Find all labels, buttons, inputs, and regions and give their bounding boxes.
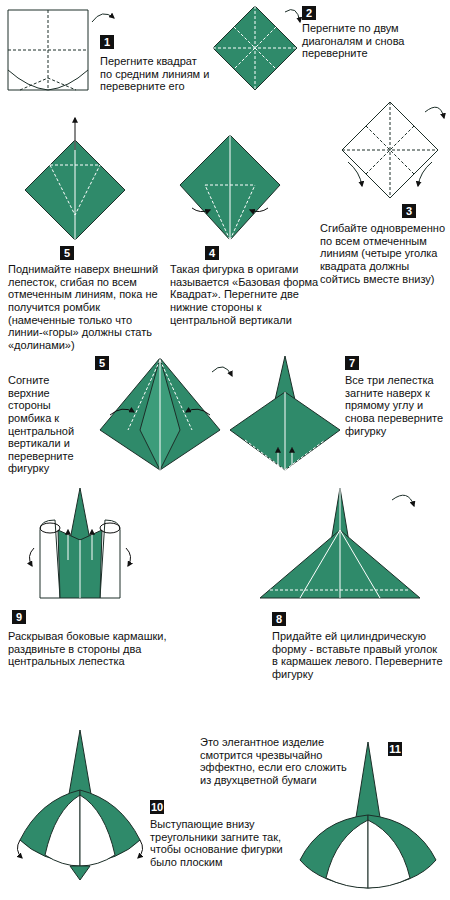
step10-figure bbox=[17, 730, 142, 880]
step-number: 8 bbox=[272, 612, 286, 626]
step3-figure bbox=[342, 102, 438, 198]
instruction-text: Поднимайте наверх внешний лепесток, сгиб… bbox=[8, 263, 160, 351]
instruction-text: Это элегантное изделие смотрится чрезвыч… bbox=[200, 736, 348, 787]
step-number: 5 bbox=[95, 356, 109, 370]
step4-figure bbox=[180, 135, 280, 240]
instruction-text: Придайте ей цилиндрическую форму - встав… bbox=[272, 630, 445, 681]
instruction-text: Раскрывая боковые кармашки, раздвиньте в… bbox=[8, 630, 188, 668]
step-number: 11 bbox=[388, 742, 402, 756]
step8-figure bbox=[260, 488, 420, 598]
instruction-text: Выступающие внизу треугольники загните т… bbox=[150, 818, 285, 869]
step-number: 4 bbox=[205, 246, 219, 260]
flip-arrow bbox=[392, 495, 414, 506]
step9-figure bbox=[29, 488, 130, 598]
step5-figure bbox=[25, 118, 125, 240]
step-number: 10 bbox=[150, 800, 164, 814]
step2-figure bbox=[213, 6, 297, 90]
flip-arrow bbox=[285, 10, 300, 22]
step-number: 9 bbox=[12, 610, 26, 624]
step-number: 3 bbox=[402, 204, 416, 218]
flip-arrow bbox=[212, 367, 232, 376]
step-number: 7 bbox=[345, 356, 359, 370]
instruction-text: Сгибайте одновременно по всем отмеченным… bbox=[320, 222, 445, 285]
flip-arrow bbox=[425, 107, 444, 118]
step6-figure bbox=[100, 358, 220, 470]
step-number: 2 bbox=[302, 6, 316, 20]
instruction-text: Перегните квадрат по средним линиям и пе… bbox=[100, 55, 210, 93]
step1-figure bbox=[8, 10, 88, 90]
step7-figure bbox=[230, 356, 340, 470]
instruction-text: Согните верхние стороны ромбика к центра… bbox=[8, 374, 92, 475]
step-number: 1 bbox=[100, 35, 114, 49]
step-number: 5 bbox=[60, 246, 74, 260]
instruction-text: Все три лепестка загните наверх к прямом… bbox=[345, 374, 445, 437]
instruction-text: Такая фигурка в оригами называется «Базо… bbox=[170, 263, 320, 326]
instruction-text: Перегните по двум диагоналям и снова пер… bbox=[302, 22, 445, 60]
flip-arrow bbox=[92, 14, 114, 22]
